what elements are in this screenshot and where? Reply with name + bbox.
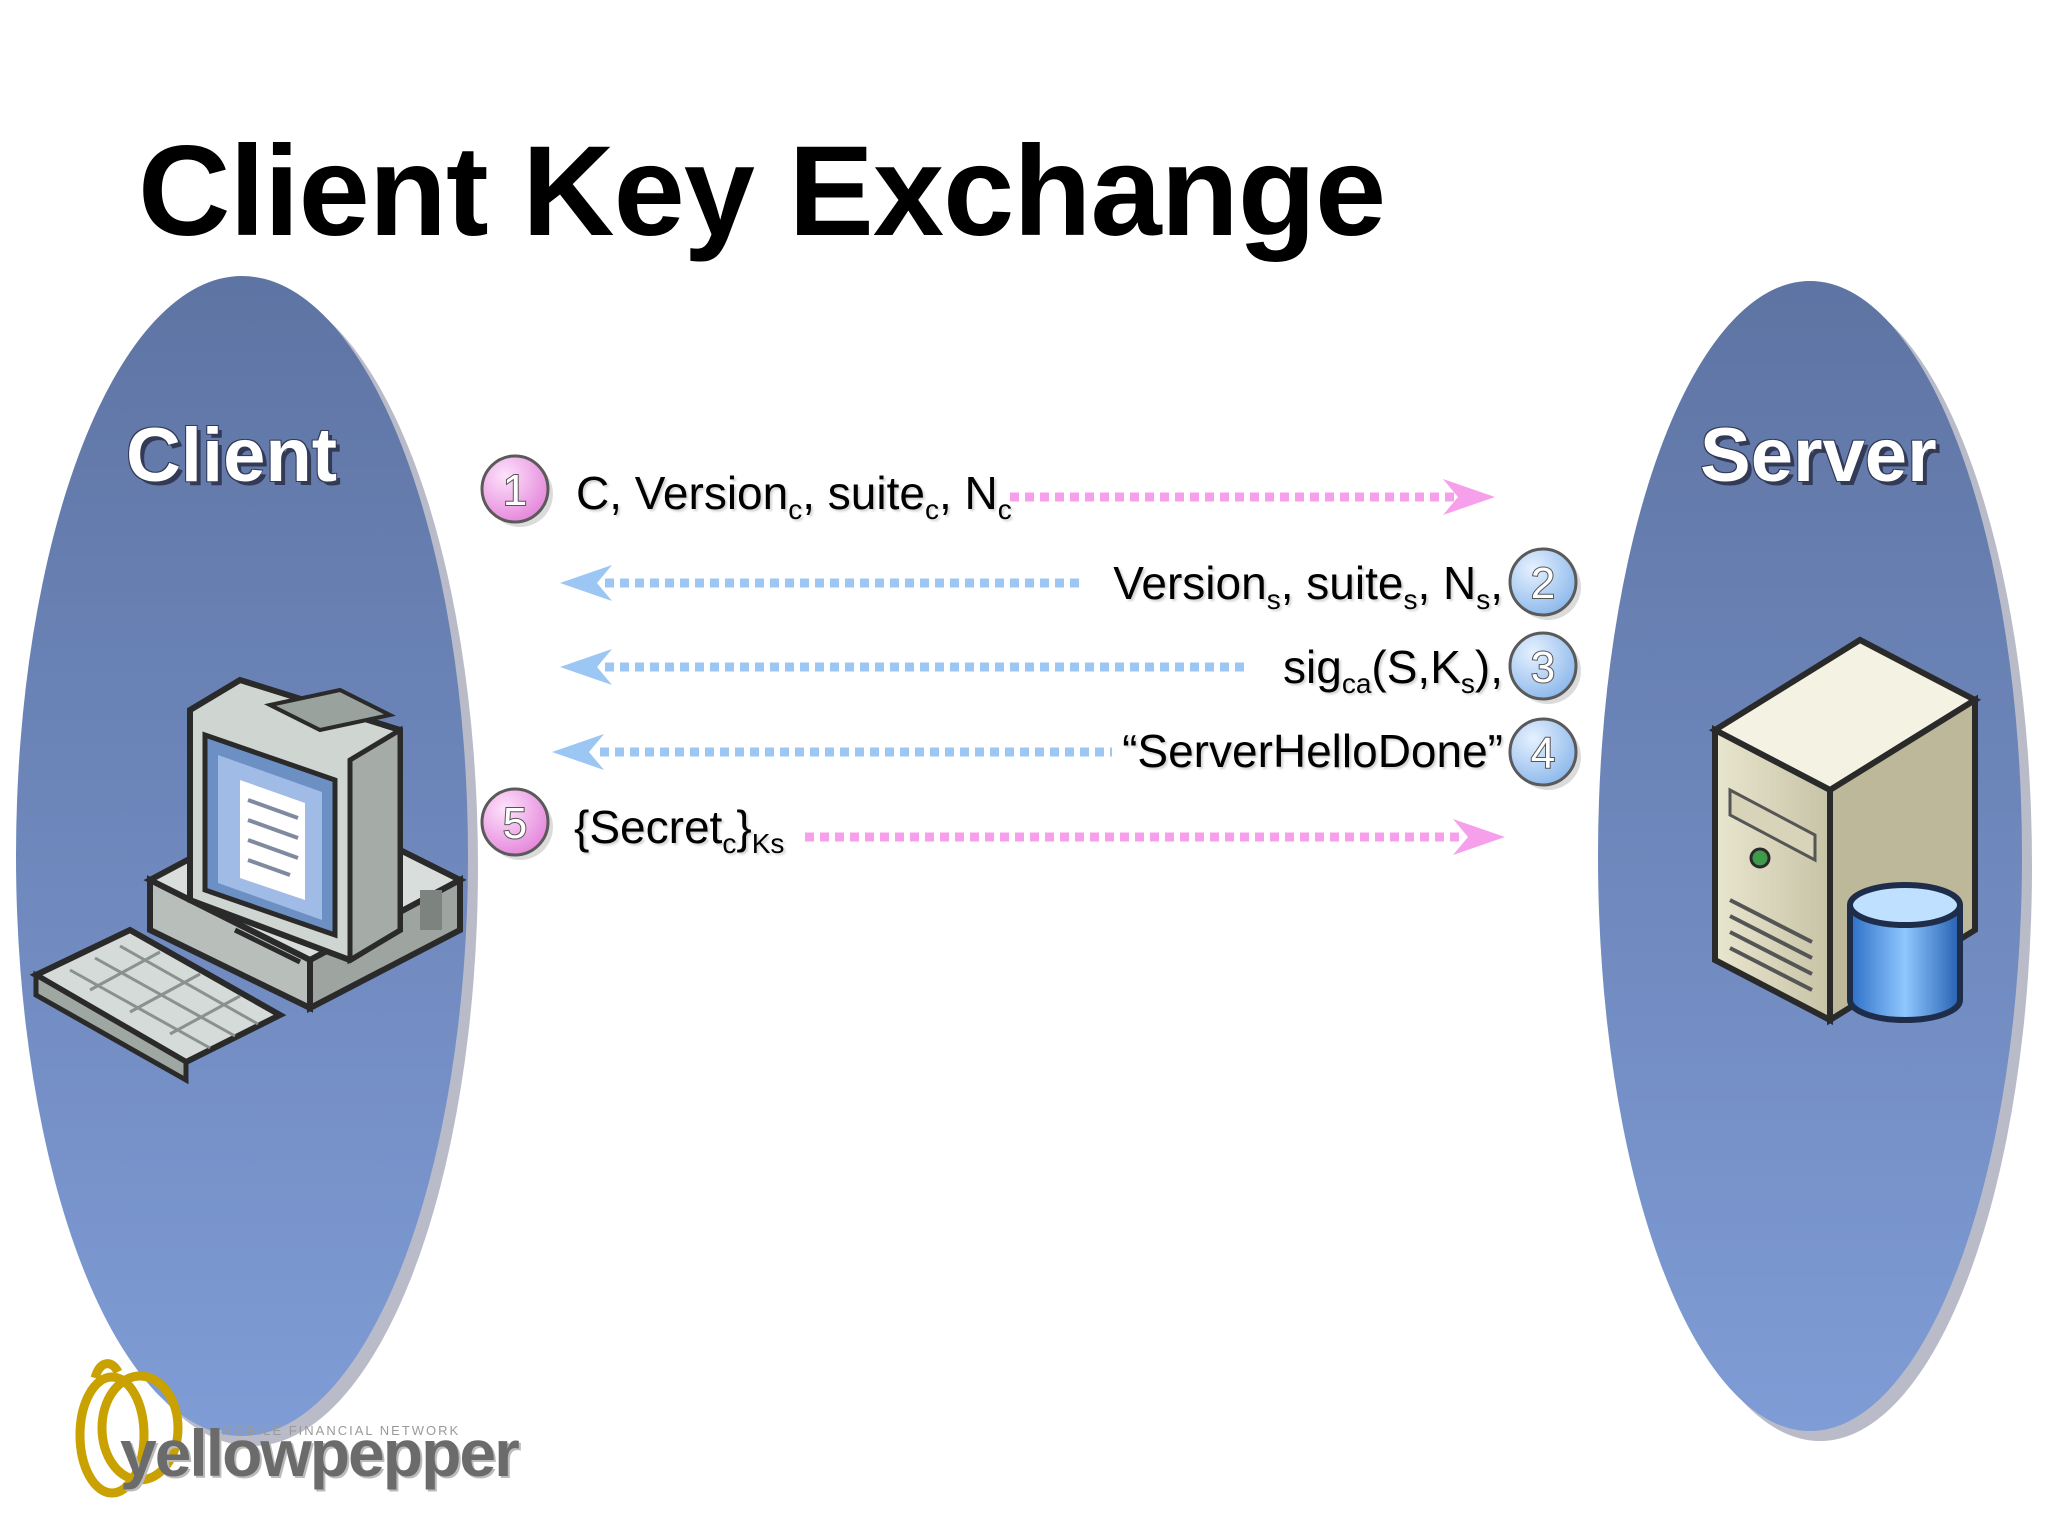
subscript: s <box>1403 584 1418 615</box>
subscript: c <box>788 494 803 525</box>
arrow-step-5 <box>805 819 1505 855</box>
message-text: Versions, suites, Ns, <box>1113 560 1503 614</box>
page-title: Client Key Exchange <box>138 120 1386 263</box>
svg-text:4: 4 <box>1531 729 1555 778</box>
desktop-computer-icon <box>29 676 467 1085</box>
subscript: ca <box>1341 668 1372 699</box>
subscript: Ks <box>751 828 785 859</box>
message-text: C, Versionc, suitec, Nc <box>576 470 1012 524</box>
client-label: Client <box>126 413 338 498</box>
server-label: Server <box>1700 413 1937 498</box>
step-badge-4: 4 <box>1508 717 1581 790</box>
message-fragment: , N <box>1417 557 1477 609</box>
message-fragment: C, Version <box>576 467 789 519</box>
message-fragment: , suite <box>1280 557 1404 609</box>
arrow-step-3 <box>560 649 1250 685</box>
arrow-step-2 <box>560 565 1080 601</box>
svg-text:5: 5 <box>503 799 527 848</box>
message-fragment: ), <box>1474 641 1503 693</box>
subscript: c <box>722 828 737 859</box>
message-fragment: {Secret <box>574 801 723 853</box>
logo-tagline: MOBILE FINANCIAL NETWORK <box>222 1423 461 1438</box>
message-fragment: , N <box>938 467 998 519</box>
svg-text:3: 3 <box>1531 643 1555 692</box>
step-badge-5: 5 <box>480 787 553 860</box>
database-cylinder-icon <box>1847 882 1963 1023</box>
subscript: c <box>997 494 1012 525</box>
logo-wordmark: yellowpepper <box>120 1416 520 1490</box>
message-fragment: Version <box>1113 557 1267 609</box>
svg-text:1: 1 <box>503 466 527 515</box>
message-fragment: , <box>1490 557 1503 609</box>
svg-text:2: 2 <box>1531 559 1555 608</box>
subscript: s <box>1460 668 1475 699</box>
message-text: {Secretc}Ks <box>574 804 784 858</box>
message-fragment: sig <box>1283 641 1342 693</box>
arrow-step-1 <box>1010 479 1495 515</box>
subscript: s <box>1266 584 1281 615</box>
step-badge-2: 2 <box>1508 547 1581 620</box>
subscript: c <box>924 494 939 525</box>
message-fragment: “ServerHelloDone” <box>1122 725 1503 777</box>
message-fragment: (S,K <box>1371 641 1461 693</box>
subscript: s <box>1476 584 1491 615</box>
step-badge-1: 1 <box>480 454 553 527</box>
step-badge-3: 3 <box>1508 631 1581 704</box>
yellowpepper-logo-icon <box>75 1359 183 1498</box>
message-text: sigca(S,Ks), <box>1283 644 1503 698</box>
arrow-step-4 <box>552 734 1112 770</box>
message-fragment: } <box>736 801 752 853</box>
message-fragment: , suite <box>802 467 925 519</box>
message-text: “ServerHelloDone” <box>1122 728 1503 774</box>
